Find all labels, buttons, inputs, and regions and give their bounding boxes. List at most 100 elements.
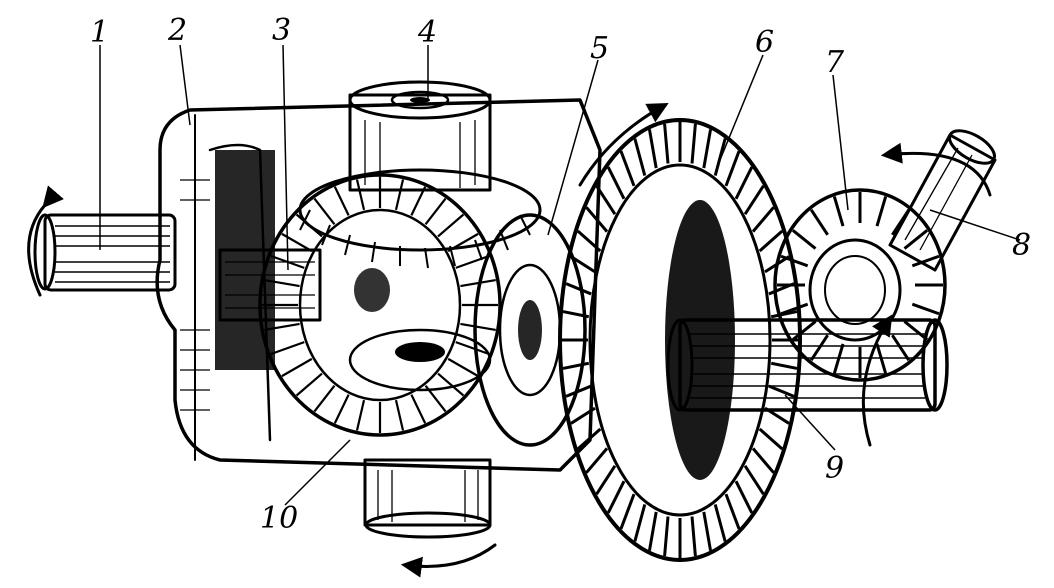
ring-gear-tooth	[702, 511, 713, 551]
ring-gear-tooth	[633, 138, 647, 176]
drive-pinion-gear	[773, 188, 947, 382]
leader-2	[179, 44, 191, 126]
leader-5	[547, 59, 599, 236]
side-gear-tooth	[437, 213, 465, 238]
side-gear-tooth	[447, 357, 479, 378]
pinion-tooth	[832, 196, 845, 227]
ring-gear-tooth	[751, 206, 775, 233]
side-gear-tooth	[410, 394, 427, 424]
ring-gear-tooth	[663, 123, 670, 164]
pinion-tooth	[903, 320, 929, 341]
side-gear-tooth	[333, 394, 350, 424]
rotation-arrow-bottom	[400, 543, 497, 578]
ring-gear-tooth	[570, 255, 596, 274]
ring-gear-tooth	[565, 282, 592, 296]
ring-gear-tooth	[724, 493, 741, 530]
side-gear-tooth	[264, 278, 300, 288]
ring-gear-tooth	[768, 384, 795, 398]
ring-gear-tooth	[562, 361, 590, 370]
ring-gear-tooth	[690, 123, 697, 164]
pinion-tooth	[780, 302, 809, 316]
callout-4: 4	[417, 15, 437, 50]
ring-gear-tooth	[647, 511, 658, 551]
side-gear-left	[218, 173, 502, 437]
leader-3	[282, 44, 289, 271]
left-output-shaft	[33, 213, 177, 292]
ring-gear-tooth	[595, 185, 617, 215]
ring-gear-tooth	[576, 229, 602, 253]
side-gear-tooth	[455, 341, 490, 356]
leader-6	[719, 54, 764, 161]
ring-gear-tooth	[690, 516, 697, 557]
side-gear-tooth	[460, 322, 496, 332]
ring-gear-tooth	[743, 185, 765, 215]
side-gear-tooth	[313, 197, 336, 226]
input-shaft	[888, 129, 997, 272]
pinion-tooth	[911, 302, 940, 316]
ring-gear-tooth	[702, 129, 713, 169]
side-gear-tooth	[281, 357, 313, 378]
leader-7	[832, 74, 849, 211]
side-gear-tooth	[355, 399, 366, 431]
ring-gear-tooth	[565, 384, 592, 398]
pinion-tooth	[903, 229, 929, 250]
ring-gear-tooth	[633, 504, 647, 542]
callout-8: 8	[1012, 228, 1031, 263]
ring-gear-tooth	[758, 229, 784, 253]
rotation-arrow-input-shaft	[880, 142, 992, 197]
ring-gear-tooth	[713, 138, 727, 176]
pinion-tooth	[780, 254, 809, 268]
ring-gear-tooth	[570, 406, 596, 425]
ring-gear-tooth	[713, 504, 727, 542]
pinion-tooth	[809, 208, 829, 236]
side-gear-tooth	[333, 186, 350, 216]
ring-gear-tooth	[647, 129, 658, 169]
ring-gear-tooth	[724, 150, 741, 187]
ring-gear-tooth	[606, 480, 626, 514]
pinion-tooth	[809, 334, 829, 362]
spider-gear-bottom	[348, 328, 492, 539]
ring-gear-tooth	[663, 516, 670, 557]
ring-gear-tooth	[606, 166, 626, 200]
side-gear-right	[473, 213, 587, 447]
leader-10	[284, 439, 351, 506]
spider-gear-top	[298, 80, 542, 269]
ring-gear-tooth	[562, 310, 590, 319]
right-output-shaft	[666, 318, 949, 412]
ring-gear-tooth	[595, 465, 617, 495]
callout-7: 7	[825, 45, 845, 80]
rotation-arrow-pinion	[861, 314, 893, 447]
ring-gear-tooth	[758, 427, 784, 451]
ring-gear-tooth	[619, 493, 636, 530]
side-gear-tooth	[313, 384, 336, 413]
ring-gear-tooth	[576, 427, 602, 451]
callout-9: 9	[825, 451, 844, 486]
side-gear-tooth	[455, 254, 490, 269]
side-gear-tooth	[295, 372, 323, 397]
side-gear-tooth	[264, 322, 300, 332]
ring-gear-tooth	[585, 206, 609, 233]
ring-gear-tooth	[751, 447, 775, 474]
pinion-tooth	[911, 254, 940, 268]
ring-gear-tooth	[734, 480, 754, 514]
callout-2: 2	[167, 13, 187, 48]
callout-5: 5	[590, 31, 609, 66]
rotation-arrow-ring-gear	[578, 102, 669, 187]
pinion-tooth	[791, 229, 817, 250]
callout-3: 3	[272, 13, 291, 48]
side-gear-tooth	[355, 179, 366, 211]
callout-10: 10	[260, 501, 298, 536]
pinion-tooth	[891, 334, 911, 362]
differential-carrier-housing	[155, 98, 602, 472]
side-gear-tooth	[447, 232, 479, 253]
pinion-tooth	[791, 320, 817, 341]
side-gear-tooth	[424, 197, 447, 226]
ring-gear-tooth	[619, 150, 636, 187]
side-gear-tooth	[270, 341, 305, 356]
callout-1: 1	[90, 15, 109, 50]
rotation-arrow-left-shaft	[27, 185, 64, 297]
ring-gear-tooth	[770, 361, 798, 370]
leader-8	[929, 209, 1021, 241]
pinion-tooth	[875, 196, 888, 227]
